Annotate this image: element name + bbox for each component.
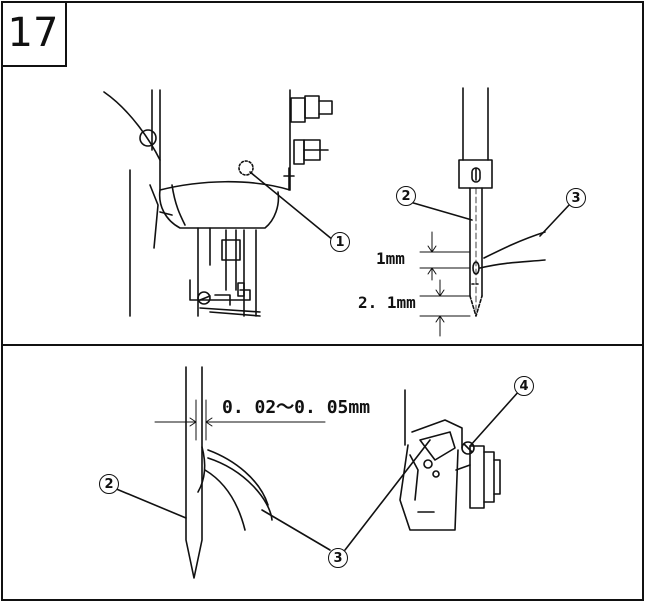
dimension-clearance: 0. 02～0. 05mm xyxy=(222,397,371,418)
leader-1 xyxy=(249,171,334,241)
machine-head-drawing xyxy=(103,89,333,317)
callout-1: 1 xyxy=(330,232,350,252)
leader-2-bottom xyxy=(113,487,187,519)
step-number: 17 xyxy=(7,10,59,56)
needle-closeup-drawing xyxy=(419,87,546,337)
rotary-hook-drawing xyxy=(399,389,501,531)
callout-3-top: 3 xyxy=(566,188,586,208)
leader-3b-bottom xyxy=(344,439,431,551)
callout-4: 4 xyxy=(514,376,534,396)
leader-3-top xyxy=(539,203,571,237)
hook-clearance-drawing xyxy=(154,366,326,579)
callout-2-top: 2 xyxy=(396,186,416,206)
callout-3-bottom: 3 xyxy=(328,548,348,568)
leader-2-top xyxy=(409,201,473,221)
section-divider xyxy=(3,344,642,346)
leader-4 xyxy=(469,389,521,447)
callout-2-bottom: 2 xyxy=(99,474,119,494)
step-number-box: 17 xyxy=(1,1,67,67)
dimension-2-1mm: 2. 1mm xyxy=(358,293,416,312)
leader-3a-bottom xyxy=(261,509,331,551)
dimension-1mm: 1mm xyxy=(376,249,405,268)
